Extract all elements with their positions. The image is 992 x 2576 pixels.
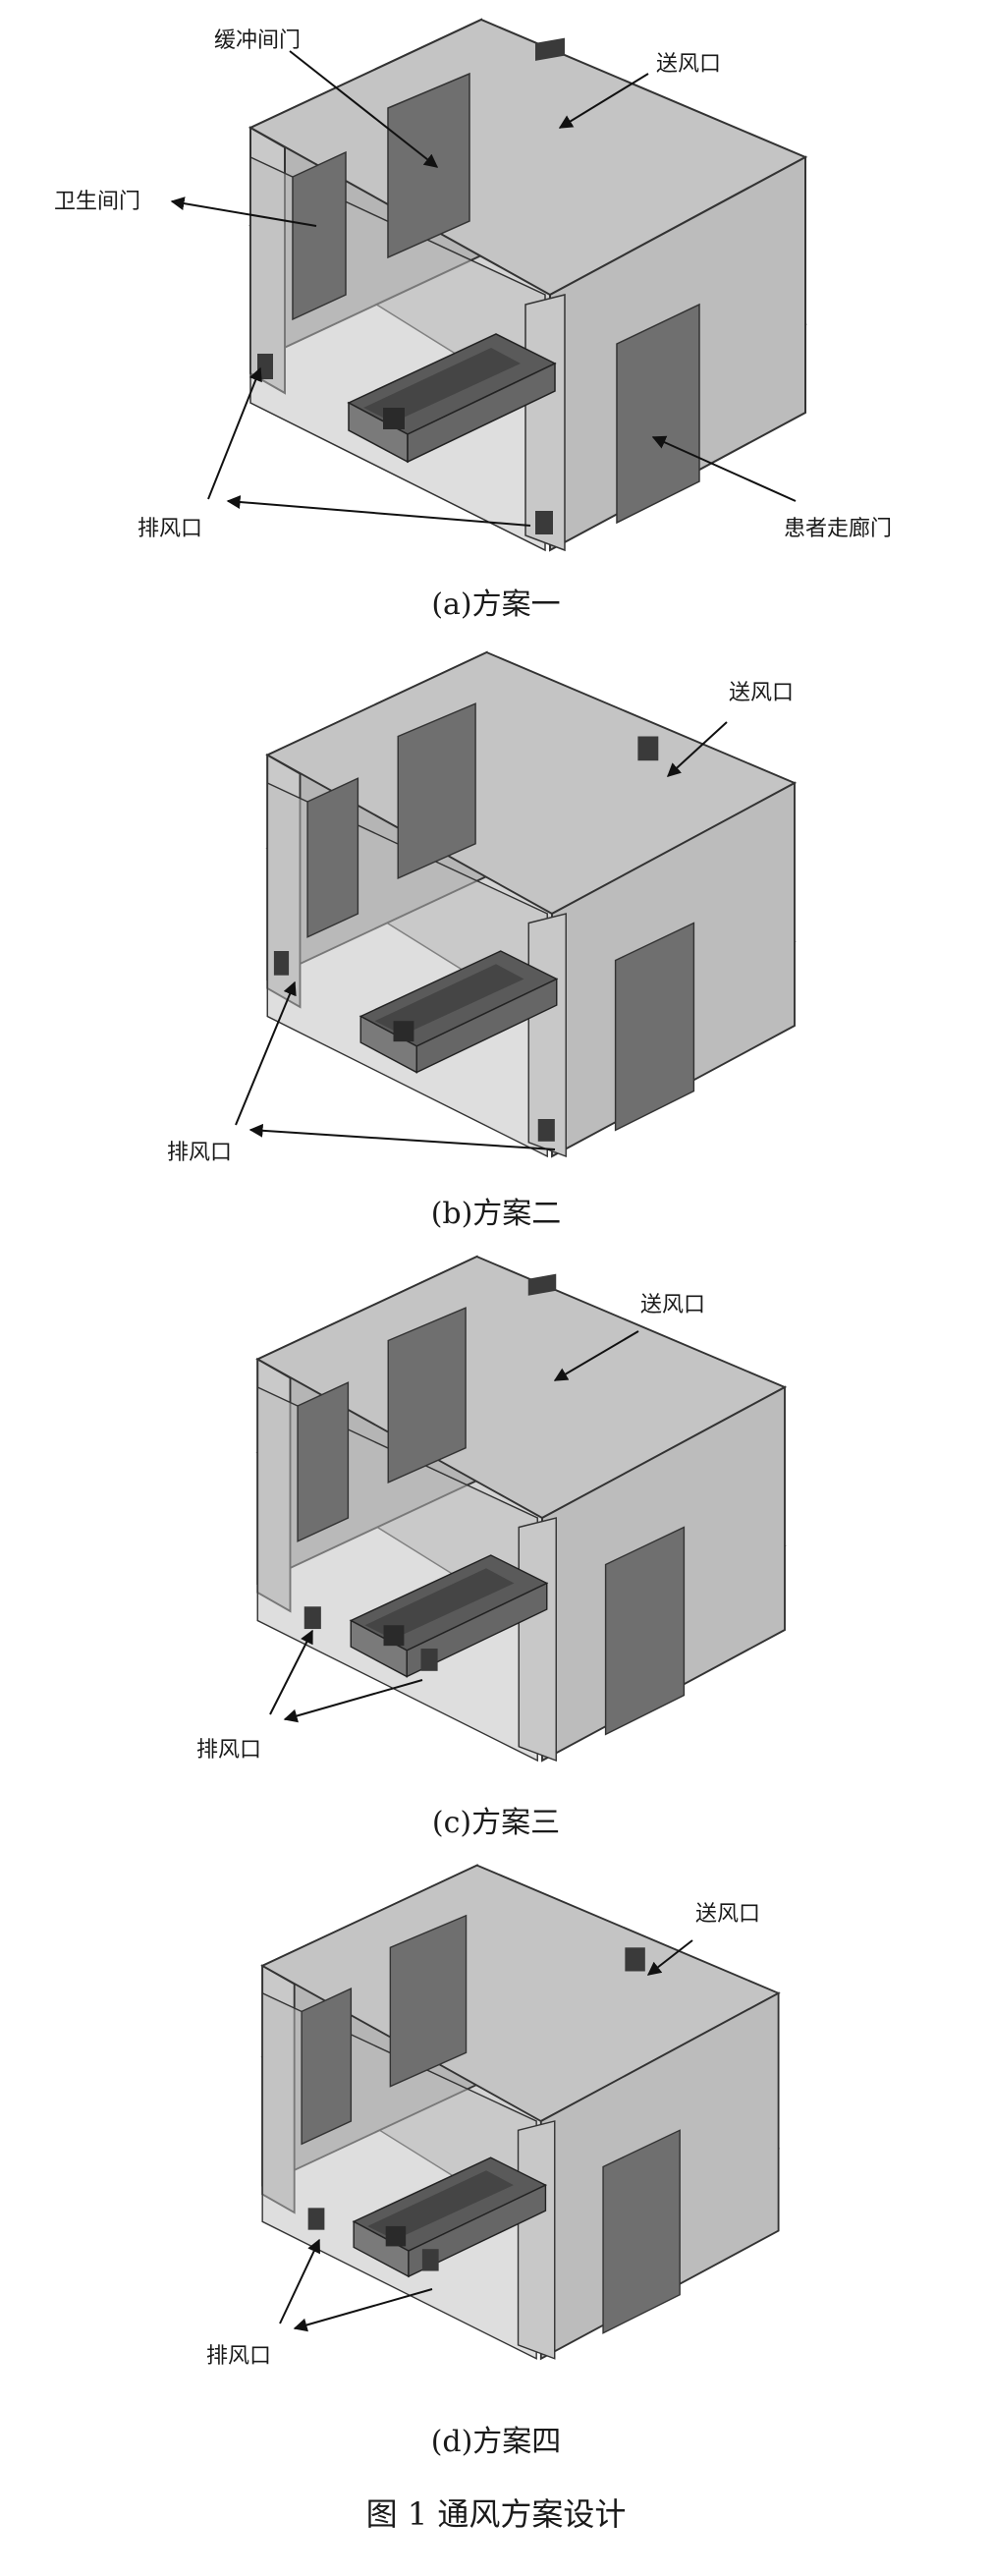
label-supply-vent: 送风口 xyxy=(695,1902,760,1927)
room-model-scheme-b xyxy=(265,650,798,1158)
exhaust-vent-1 xyxy=(273,951,290,976)
caption-scheme-b: (b)方案二 xyxy=(431,1197,562,1231)
exhaust-vent-1 xyxy=(307,2208,325,2230)
label-bathroom-door: 卫生间门 xyxy=(54,190,140,214)
label-exhaust-vent: 排风口 xyxy=(138,517,202,541)
caption-scheme-d: (d)方案四 xyxy=(431,2425,562,2459)
label-supply-vent: 送风口 xyxy=(729,681,794,705)
annotations-scheme-c: 送风口 排风口 xyxy=(196,1293,705,1763)
exhaust-vent-1 xyxy=(257,354,273,379)
label-corridor-door: 患者走廊门 xyxy=(784,517,892,541)
label-buffer-door: 缓冲间门 xyxy=(214,28,301,53)
label-exhaust-vent: 排风口 xyxy=(206,2344,271,2369)
caption-scheme-c: (c)方案三 xyxy=(432,1806,560,1840)
supply-vent xyxy=(535,37,565,61)
caption-scheme-a: (a)方案一 xyxy=(431,588,560,622)
figure-title: 图 1 通风方案设计 xyxy=(366,2495,627,2533)
label-supply-vent: 送风口 xyxy=(640,1293,705,1317)
corridor-door xyxy=(616,303,700,525)
exhaust-vent-2 xyxy=(421,2249,439,2271)
label-exhaust-vent: 排风口 xyxy=(167,1141,232,1165)
annotations-scheme-a: 缓冲间门 送风口 卫生间门 排风口 患者走廊门 xyxy=(54,28,892,541)
exhaust-vent-2 xyxy=(535,511,553,534)
supply-vent xyxy=(527,1273,557,1296)
exhaust-vent-2 xyxy=(537,1119,555,1142)
label-supply-vent: 送风口 xyxy=(656,52,721,77)
patient-bed xyxy=(347,333,557,464)
bathroom-door xyxy=(292,150,347,321)
supply-vent xyxy=(625,1947,645,1972)
annotations-scheme-d: 送风口 排风口 xyxy=(206,1902,760,2369)
label-exhaust-vent: 排风口 xyxy=(196,1738,261,1763)
exhaust-vent-1 xyxy=(303,1606,321,1630)
room-model-scheme-d xyxy=(260,1864,781,2361)
room-model-scheme-a xyxy=(248,18,808,552)
exhaust-vent-2 xyxy=(420,1649,438,1671)
supply-vent xyxy=(637,736,659,761)
annotations-scheme-b: 送风口 排风口 xyxy=(167,681,794,1165)
room-model-scheme-c xyxy=(255,1255,788,1763)
